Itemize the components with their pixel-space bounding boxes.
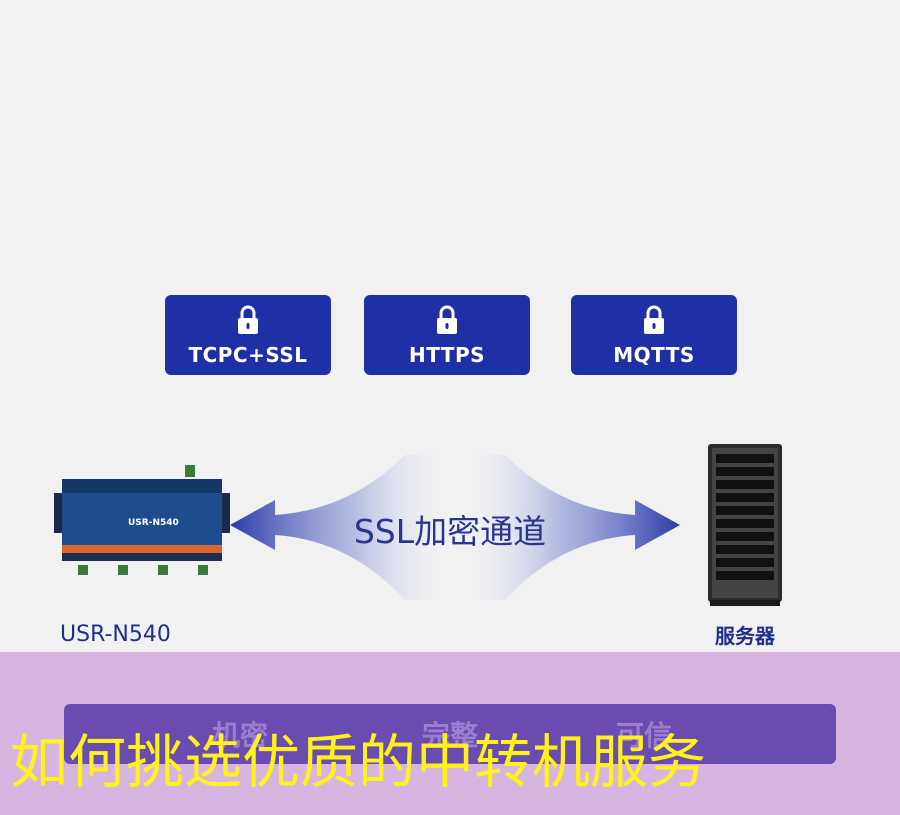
value-integrity: 完整 xyxy=(422,719,479,752)
value-confidential: 机密 xyxy=(212,719,269,752)
protocol-box-https: HTTPS xyxy=(364,295,530,375)
protocol-label: HTTPS xyxy=(408,343,486,367)
values-bar: 机密 完整 可信 xyxy=(64,704,836,764)
value-trusted: 可信 xyxy=(616,719,673,752)
server-caption: 服务器 xyxy=(715,624,775,648)
server-rack-image xyxy=(708,444,782,606)
serial-device-server-image: USR-N540 xyxy=(54,465,230,575)
device-caption: USR-N540 xyxy=(60,622,171,647)
ssl-tunnel-arrows xyxy=(230,455,680,600)
tunnel-label: SSL加密通道 xyxy=(353,512,547,551)
svg-text:USR-N540: USR-N540 xyxy=(128,518,179,528)
protocol-label: TCPC+SSL xyxy=(188,343,308,367)
lock-icon xyxy=(238,305,258,334)
lock-icon xyxy=(644,305,664,334)
protocol-box-mqtts: MQTTS xyxy=(571,295,737,375)
protocol-label: MQTTS xyxy=(613,343,695,367)
overlay-title: 如何挑选优质的中转机服务 xyxy=(10,728,707,796)
protocol-box-tcpc-ssl: TCPC+SSL xyxy=(165,295,331,375)
lock-icon xyxy=(437,305,457,334)
